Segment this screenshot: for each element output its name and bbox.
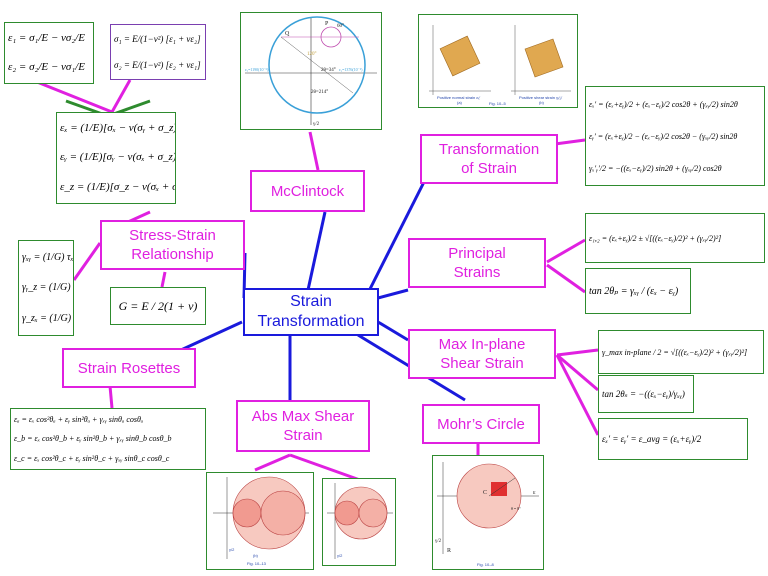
topic-max-inplane-shear[interactable]: Max In-plane Shear Strain <box>408 329 556 379</box>
mohr-label-gamma: γ/2 <box>435 539 442 544</box>
shear-modulus-equation: G = E / 2(1 + ν) <box>110 287 206 325</box>
shear-strain-equations: γₓᵧ = (1/G) τₓᵧ γᵧ_z = (1/G) τᵧ_z γ_zₓ =… <box>18 240 74 336</box>
transform-caption-b: (b) <box>539 100 545 105</box>
plane-strain-eq-2: ε₂ = σ₂/E − νσ₁/E <box>8 61 85 73</box>
topic-mcclintock[interactable]: McClintock <box>250 170 365 212</box>
mohr-fig-number: Fig. 10–8 <box>477 562 494 567</box>
mcc-label-120: 120° <box>307 52 317 57</box>
topic-stress-strain-line-2: Relationship <box>131 246 214 263</box>
modulus-eq: G = E / 2(1 + ν) <box>118 298 198 313</box>
plane-stress-eq-2: σ₂ = E/(1−ν²) [ε₂ + νε₁] <box>114 59 201 70</box>
transformation-figure: Positive normal strain εₓ′ Positive shea… <box>418 14 578 108</box>
transform-eq-shear: γₓ′ᵧ′/2 = −((εₓ−εᵧ)/2) sin2θ + (γₓᵧ/2) c… <box>589 163 722 173</box>
transform-eq-x: εₓ′ = (εₓ+εᵧ)/2 + (εₓ−εᵧ)/2 cos2θ + (γₓᵧ… <box>589 99 738 109</box>
rosette-eq-c: ε_c = εₓ cos²θ_c + εᵧ sin²θ_c + γₓᵧ sinθ… <box>14 453 170 463</box>
shear-eq-xy: γₓᵧ = (1/G) τₓᵧ <box>22 251 74 263</box>
topic-transformation-of-strain[interactable]: Transformation of Strain <box>420 134 558 184</box>
maxshear-eq-1: γ_max in-plane / 2 = √[((εₓ−εᵧ)/2)² + (γ… <box>602 347 748 357</box>
topic-principal-line-1: Principal <box>448 245 506 262</box>
mohr-label-c: C <box>483 490 487 496</box>
transform-caption-a: (a) <box>457 100 463 105</box>
mcc-label-2theta34: 2θ=34° <box>321 68 336 73</box>
absmax-caption-b: (b) <box>253 553 259 558</box>
max-shear-equation: γ_max in-plane / 2 = √[((εₓ−εᵧ)/2)² + (γ… <box>598 330 764 374</box>
mcc-label-eps1: ε₁=1376(10⁻⁶) <box>339 67 363 72</box>
shear-eq-yz: γᵧ_z = (1/G) τᵧ_z <box>22 282 73 294</box>
topic-abs-max-line-1: Abs Max Shear <box>251 408 355 425</box>
topic-max-inplane-line-2: Shear Strain <box>440 355 524 372</box>
max-shear-angle-equation: tan 2θₛ = −((εₓ−εᵧ)/γₓᵧ) <box>598 375 694 413</box>
topic-principal-strains[interactable]: Principal Strains <box>408 238 546 288</box>
mohr-figure: C ε R θ = 0° γ/2 Fig. 10–8 <box>432 455 544 570</box>
topic-strain-rosettes[interactable]: Strain Rosettes <box>62 348 196 388</box>
topic-principal-line-2: Strains <box>453 264 501 281</box>
abs-max-figure-1: (b) Fig. 10–13 γ/2 <box>206 472 314 570</box>
mcc-label-2theta214: 2θ=214° <box>311 90 328 95</box>
central-topic-strain-transformation[interactable]: Strain Transformation <box>243 288 379 336</box>
mcc-label-p: P <box>325 21 329 27</box>
plane-stress-equations: σ₁ = E/(1−ν²) [ε₁ + νε₂] σ₂ = E/(1−ν²) [… <box>110 24 206 80</box>
principal-eq-1: ε₁,₂ = (εₓ+εᵧ)/2 ± √[((εₓ−εᵧ)/2)² + (γₓᵧ… <box>589 233 722 243</box>
center-line-1: Strain <box>290 293 332 310</box>
mohr-label-theta: θ = 0° <box>511 506 521 511</box>
absmax-gamma-1: γ/2 <box>229 547 235 552</box>
topic-stress-strain-line-1: Stress-Strain <box>129 227 216 244</box>
plane-strain-equations: ε₁ = σ₁/E − νσ₂/E ε₂ = σ₂/E − νσ₁/E <box>4 22 94 84</box>
topic-abs-max-shear[interactable]: Abs Max Shear Strain <box>236 400 370 452</box>
center-line-2: Transformation <box>257 313 365 330</box>
plane-stress-eq-1: σ₁ = E/(1−ν²) [ε₁ + νε₂] <box>114 33 201 44</box>
topic-rosettes-label: Strain Rosettes <box>77 359 181 377</box>
mcc-label-gamma: γ/2 <box>313 122 320 127</box>
absmax-gamma-2: γ/2 <box>337 553 343 558</box>
hooke-eq-y: εᵧ = (1/E)[σᵧ − ν(σₓ + σ_z)] <box>60 151 176 164</box>
principal-strain-equation: ε₁,₂ = (εₓ+εᵧ)/2 ± √[((εₓ−εᵧ)/2)² + (γₓᵧ… <box>585 213 765 263</box>
abs-max-figure-2: γ/2 <box>322 478 396 566</box>
topic-mcclintock-label: McClintock <box>270 182 345 200</box>
topic-max-inplane-line-1: Max In-plane <box>438 336 526 353</box>
mcc-label-eps2: ε₂=1190(10⁻⁶) <box>245 67 269 72</box>
average-strain-equation: εₓ′ = εᵧ′ = ε_avg = (εₓ+εᵧ)/2 <box>598 418 748 460</box>
mcc-label-q: Q <box>285 31 290 37</box>
topic-abs-max-line-2: Strain <box>283 427 323 444</box>
hooke-eq-z: ε_z = (1/E)[σ_z − ν(σₓ + σᵧ)] <box>60 180 176 193</box>
plane-strain-eq-1: ε₁ = σ₁/E − νσ₂/E <box>8 32 85 44</box>
transform-caption-b-text: Positive shear strain γₓ′ᵧ′ <box>519 95 562 100</box>
mohr-label-eps: ε <box>533 490 536 496</box>
absmax-fig-number: Fig. 10–13 <box>247 561 267 566</box>
hooke-eq-x: εₓ = (1/E)[σₓ − ν(σᵧ + σ_z)] <box>60 122 176 135</box>
principal-eq-2: tan 2θₚ = γₓᵧ / (εₓ − εᵧ) <box>589 285 679 297</box>
maxshear-eq-2: tan 2θₛ = −((εₓ−εᵧ)/γₓᵧ) <box>602 388 685 399</box>
mohr-label-r: R <box>447 548 451 554</box>
maxshear-eq-3: εₓ′ = εᵧ′ = ε_avg = (εₓ+εᵧ)/2 <box>602 433 702 444</box>
rosette-eq-b: ε_b = εₓ cos²θ_b + εᵧ sin²θ_b + γₓᵧ sinθ… <box>14 434 172 444</box>
rosette-equations: εₐ = εₓ cos²θₐ + εᵧ sin²θₐ + γₓᵧ sinθₐ c… <box>10 408 206 470</box>
mcclintock-figure: Q P 60° 120° 2θ=34° 2θ=214° ε₁=1376(10⁻⁶… <box>240 12 382 130</box>
shear-eq-zx: γ_zₓ = (1/G) τ_zₓ <box>22 313 73 325</box>
transform-fig-number: Fig. 10–5 <box>489 101 506 106</box>
topic-transformation-line-1: Transformation <box>438 141 540 158</box>
topic-stress-strain[interactable]: Stress-Strain Relationship <box>100 220 245 270</box>
mcc-label-60: 60° <box>337 24 344 29</box>
hooke-law-equations: εₓ = (1/E)[σₓ − ν(σᵧ + σ_z)] εᵧ = (1/E)[… <box>56 112 176 204</box>
transformation-equations: εₓ′ = (εₓ+εᵧ)/2 + (εₓ−εᵧ)/2 cos2θ + (γₓᵧ… <box>585 86 765 186</box>
principal-angle-equation: tan 2θₚ = γₓᵧ / (εₓ − εᵧ) <box>585 268 691 314</box>
transform-eq-y: εᵧ′ = (εₓ+εᵧ)/2 − (εₓ−εᵧ)/2 cos2θ − (γₓᵧ… <box>589 131 738 141</box>
topic-mohr-label: Mohr’s Circle <box>437 415 525 433</box>
rosette-eq-a: εₐ = εₓ cos²θₐ + εᵧ sin²θₐ + γₓᵧ sinθₐ c… <box>14 415 144 425</box>
transform-caption-a-text: Positive normal strain εₓ′ <box>437 95 480 100</box>
topic-mohrs-circle[interactable]: Mohr’s Circle <box>422 404 540 444</box>
topic-transformation-line-2: of Strain <box>461 160 517 177</box>
